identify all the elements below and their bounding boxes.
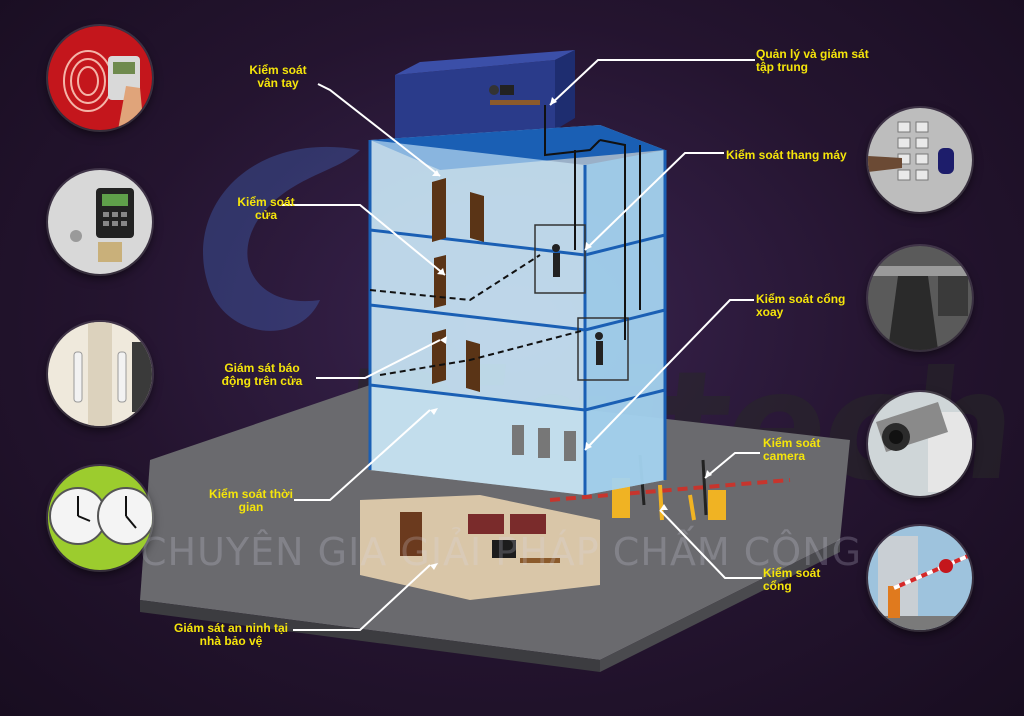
- label-elevator-control: Kiểm soát thang máy: [726, 148, 847, 162]
- barrier-gate-icon: [868, 526, 972, 630]
- keypad-reader-icon: [48, 170, 152, 274]
- fingerprint-scanner-icon: [48, 26, 152, 130]
- wall-clock-icon: [48, 466, 152, 570]
- watermark-tagline: CHUYÊN GIA GIẢI PHÁP CHẤM CÔNG: [140, 530, 863, 574]
- door-handle-icon: [48, 322, 152, 426]
- turnstile-icon: [868, 246, 972, 350]
- elevator-keypad-icon: [868, 108, 972, 212]
- security-camera-icon: [868, 392, 972, 496]
